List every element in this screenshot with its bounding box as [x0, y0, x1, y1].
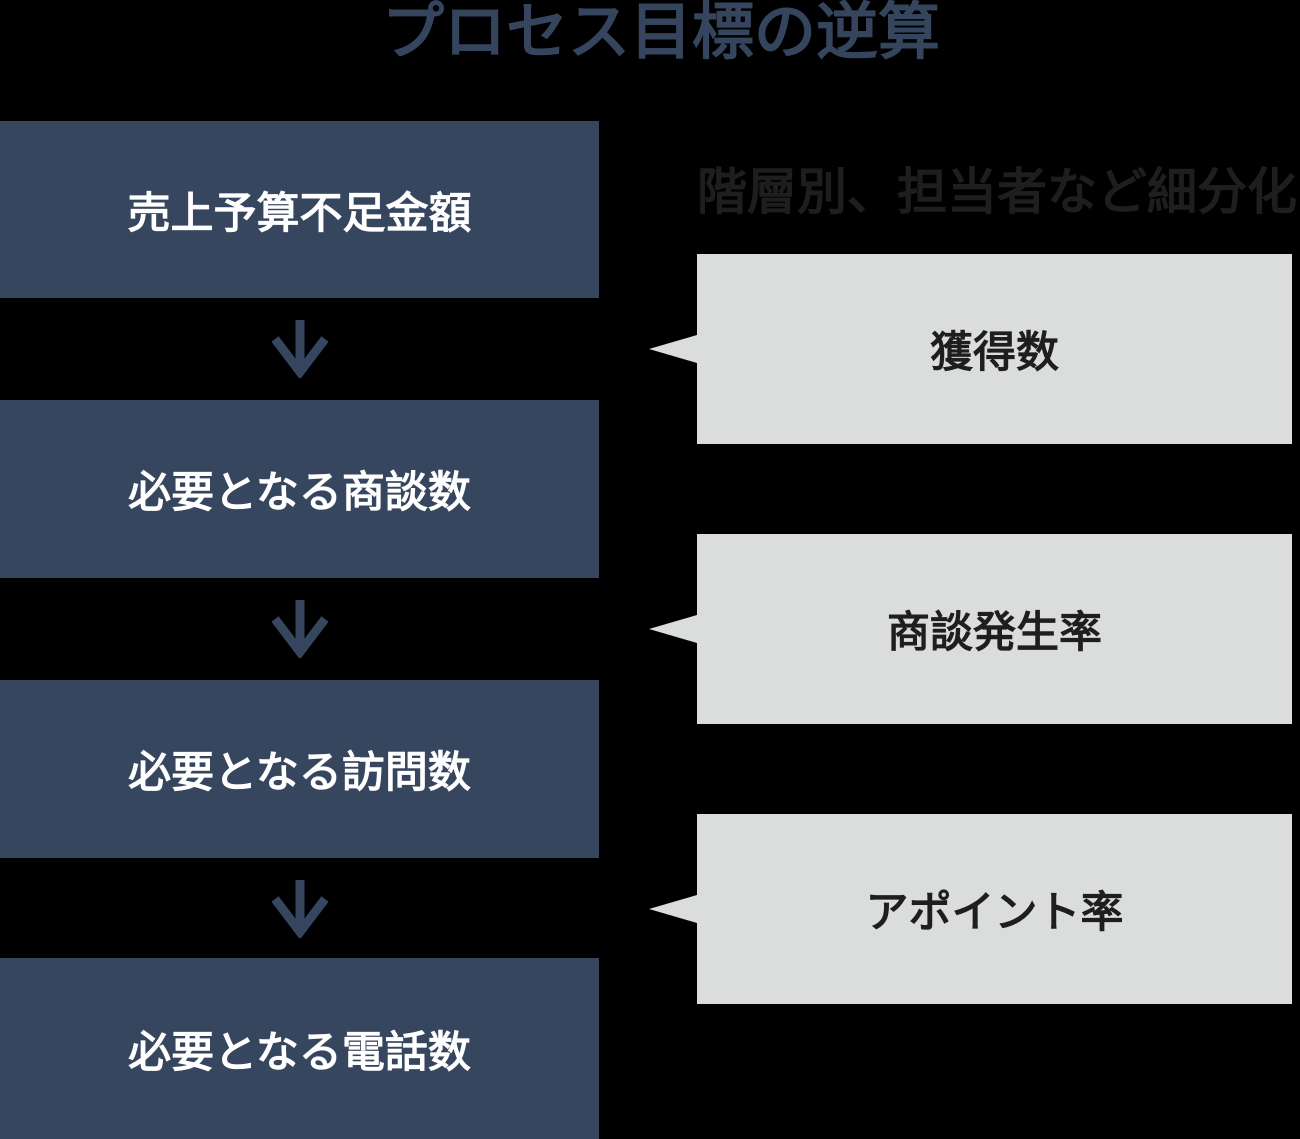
down-arrow-icon [272, 880, 328, 938]
flow-step-required-calls: 必要となる電話数 [0, 958, 599, 1139]
flow-step-label: 必要となる訪問数 [128, 749, 471, 797]
callout-label: 商談発生率 [887, 609, 1102, 657]
left-pointer-icon [649, 335, 697, 363]
callout-label: 獲得数 [930, 329, 1059, 377]
callout-label: アポイント率 [865, 889, 1124, 937]
flow-step-sales-budget-shortfall: 売上予算不足金額 [0, 121, 599, 298]
callout-negotiation-rate: 商談発生率 [649, 534, 1292, 724]
flow-step-required-negotiations: 必要となる商談数 [0, 400, 599, 578]
down-arrow-icon [272, 600, 328, 658]
down-arrow-icon [272, 320, 328, 378]
left-pointer-icon [649, 615, 697, 643]
annotation-header: 階層別、担当者など細分化 [697, 164, 1297, 220]
flow-step-label: 売上予算不足金額 [127, 189, 472, 238]
callout-appointment-rate: アポイント率 [649, 814, 1292, 1004]
left-pointer-icon [649, 895, 697, 923]
flow-step-label: 必要となる商談数 [128, 469, 471, 517]
page-title: プロセス目標の逆算 [381, 0, 940, 67]
flow-step-required-visits: 必要となる訪問数 [0, 680, 599, 858]
flow-step-label: 必要となる電話数 [128, 1028, 471, 1077]
callout-acquisition-count: 獲得数 [649, 254, 1292, 444]
